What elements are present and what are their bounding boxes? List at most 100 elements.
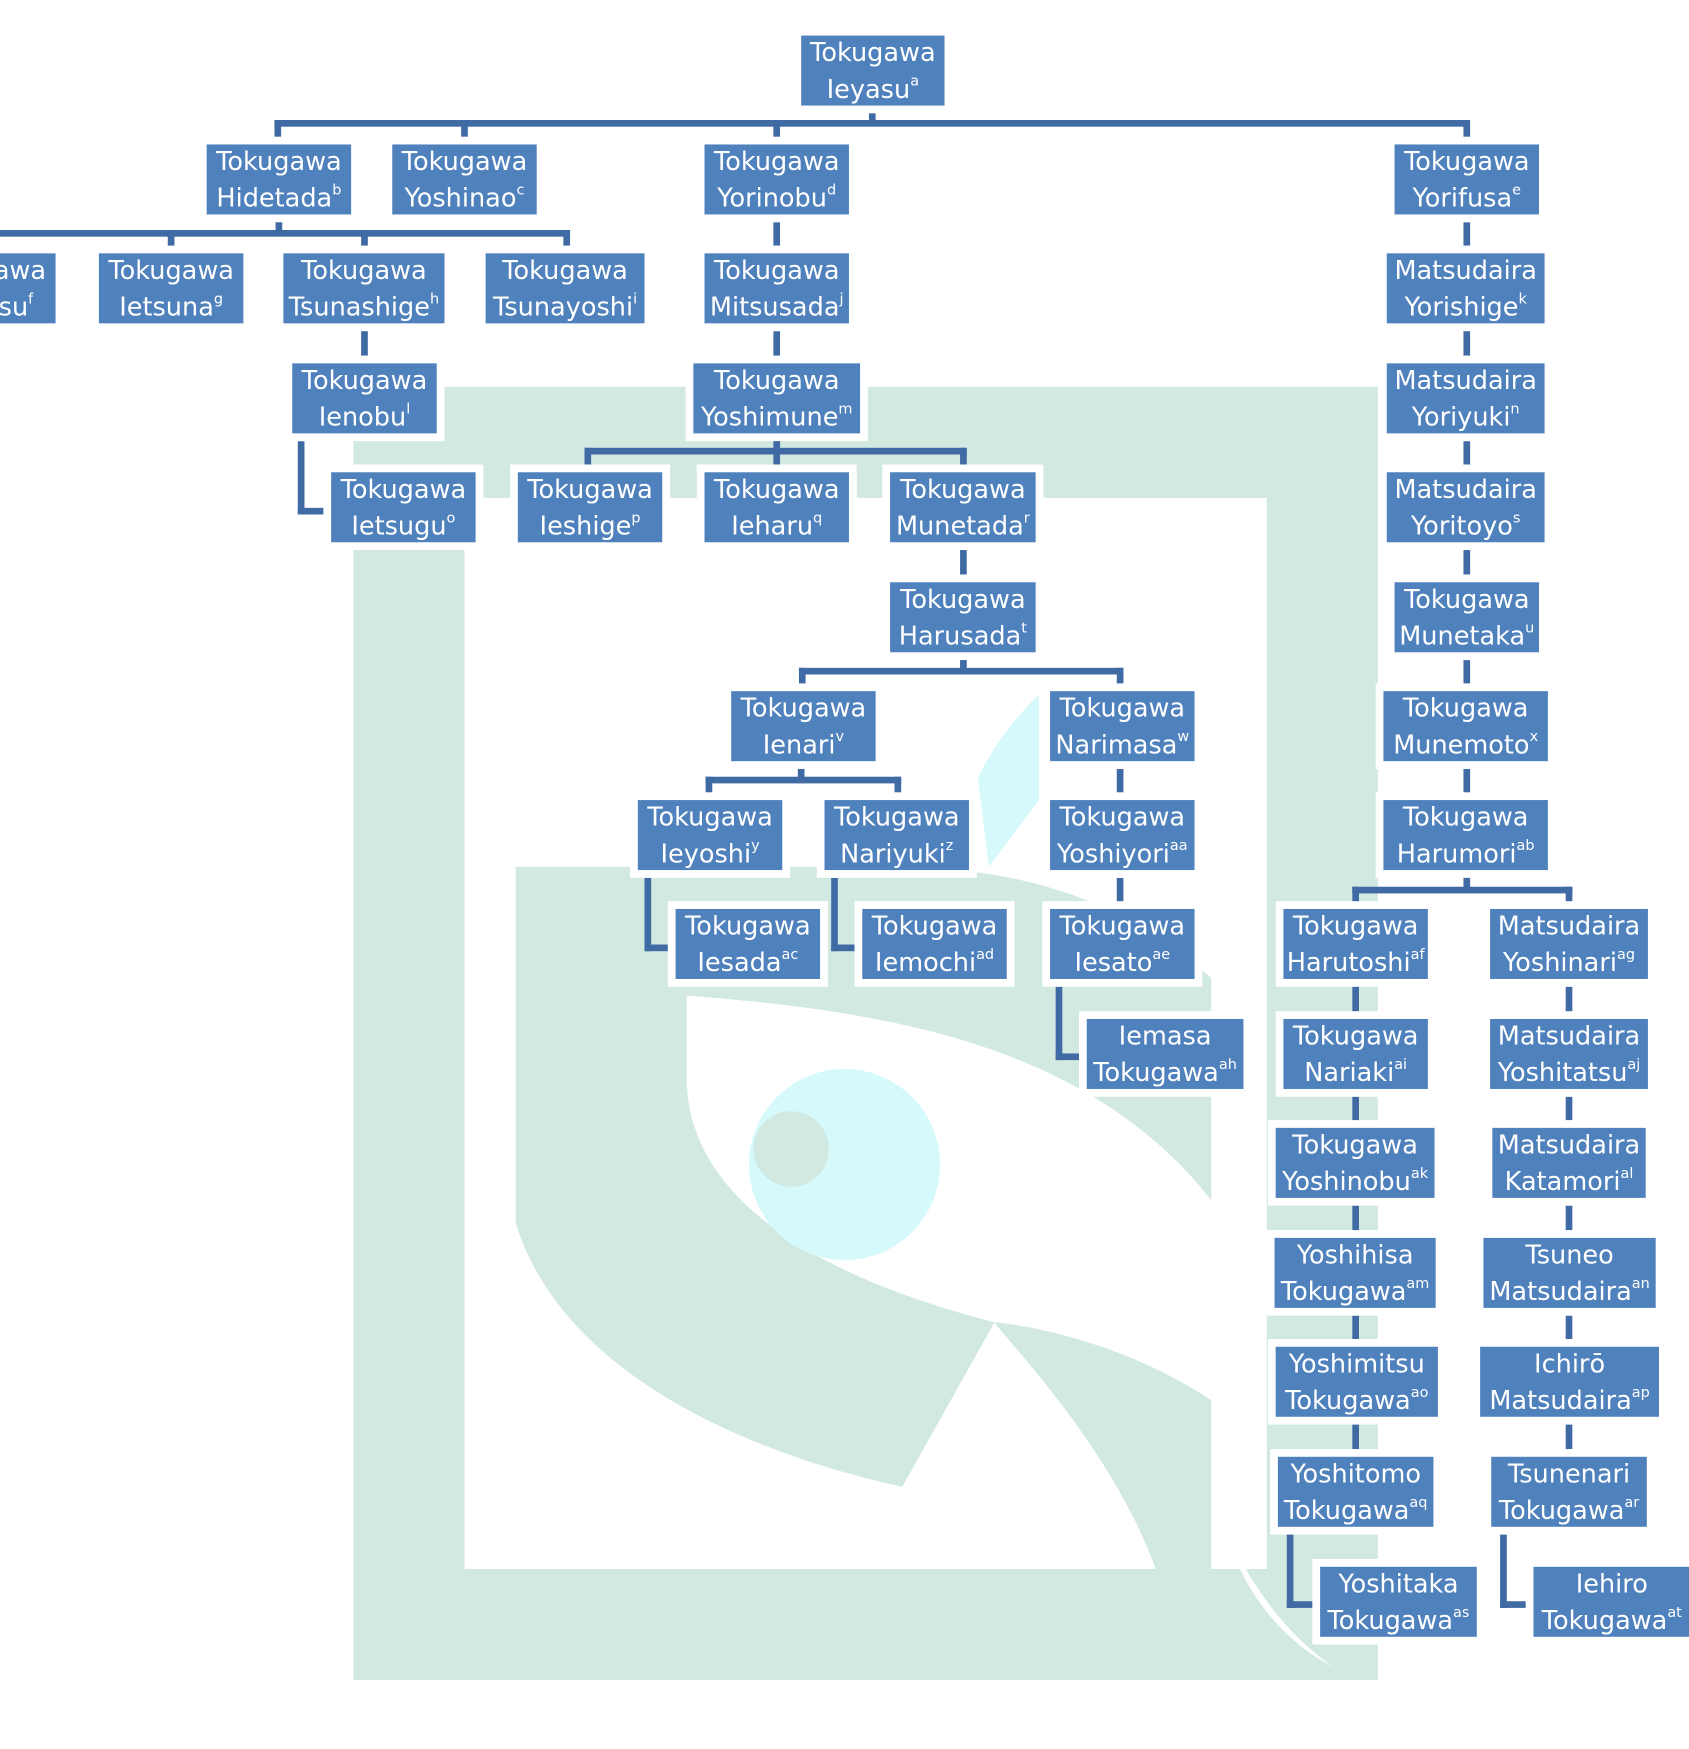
connector-line [773,435,781,452]
connector-line [1352,886,1359,912]
node-line-2: Mitsusadaj [709,291,844,323]
connector-line [563,230,571,255]
connector-line [1352,1096,1359,1128]
footnote-marker: ae [1152,946,1171,964]
node-line-1: Matsudaira [1394,366,1537,396]
connector-line [275,217,283,234]
node-line-2: Tokugawaat [1541,1604,1682,1636]
connector-line [960,550,967,582]
connector-line [1463,441,1471,473]
node-line-1: Tokugawa [1292,1022,1419,1052]
connector-line [1463,660,1471,692]
node-line-1: Tokugawa [1403,147,1530,177]
connector-line [831,877,838,952]
connector-line [705,776,713,802]
footnote-marker: x [1529,728,1539,746]
footnote-marker: r [1023,510,1030,527]
node-line-2: Ieyasua [826,73,920,105]
footnote-marker: o [446,510,456,527]
node-line-2: Ieharuq [731,510,823,542]
connector-line [1463,550,1471,582]
footnote-marker: aq [1409,1494,1428,1512]
node-line-1: Tokugawa [647,803,773,833]
node-line-1: Yoshimitsu [1288,1350,1425,1379]
node-line-2: Iesatoae [1074,946,1171,978]
node-line-1: Tokugawa [1059,803,1186,833]
node-line-1: Tsuneo [1525,1241,1614,1271]
footnote-marker: p [631,510,641,527]
connector-line [1565,1096,1573,1128]
connector-line [894,776,902,802]
footnote-marker: ac [781,946,799,964]
node-line-1: Tokugawa [1402,803,1529,833]
node-line-2: Yoriyukin [1411,401,1520,433]
node-line-2: Tokugawaao [1285,1384,1429,1416]
connector-line [0,230,571,237]
node-line-2: Yorifusae [1412,182,1522,214]
person-node-iemitsu[interactable]: TokugawaIemitsuf [0,253,56,324]
node-line-1: Yoshitaka [1338,1570,1459,1600]
node-line-1: Iehiro [1575,1570,1648,1600]
connector-line [1352,1424,1359,1456]
node-line-1: Matsudaira [1497,912,1641,942]
node-line-1: Tokugawa [900,585,1026,615]
footnote-marker: f [28,291,34,308]
node-line-2: Yoritoyos [1410,510,1521,542]
node-line-1: Tokugawa [301,256,427,286]
connector-line [1463,120,1471,145]
connector-line [167,230,175,255]
footnote-marker: ai [1394,1056,1408,1074]
connector-line [1565,1424,1573,1456]
footnote-marker: l [406,401,411,418]
connector-line [644,944,678,952]
connector-line [1286,1534,1294,1608]
node-line-2: Ienariv [762,728,845,761]
